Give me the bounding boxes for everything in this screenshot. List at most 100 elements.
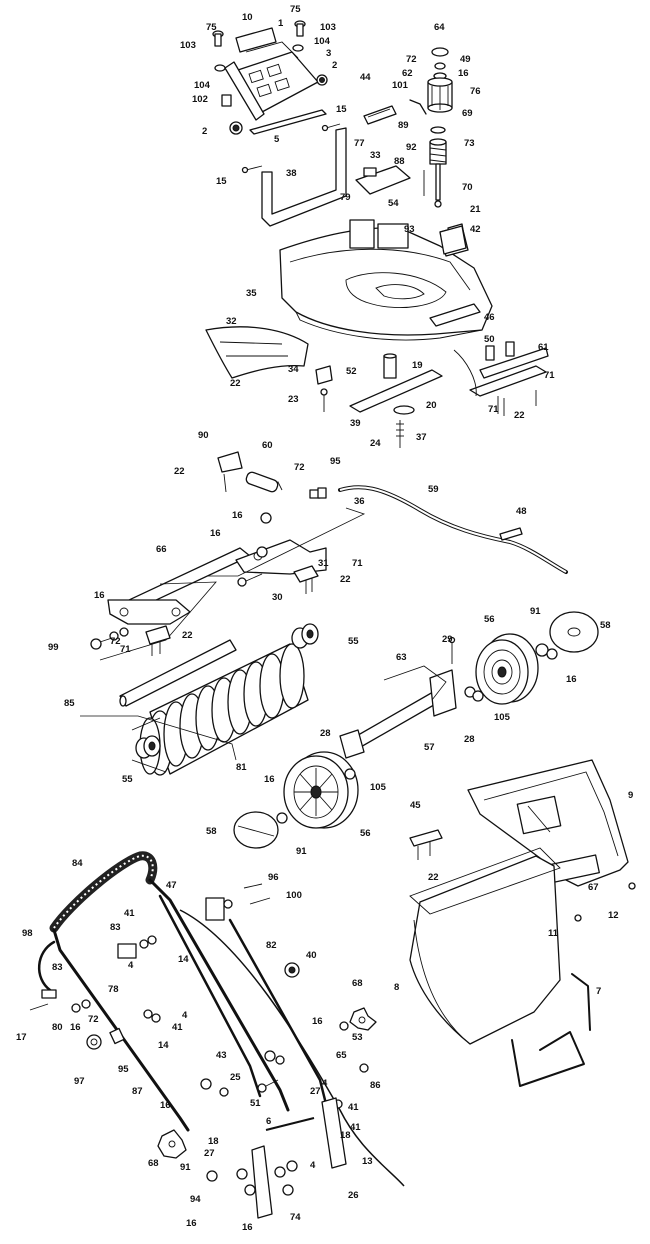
screw-15 [241,123,341,174]
hub-cap-58-front [233,811,288,849]
part-label: 2 [332,60,337,71]
brackets-74-94 [251,1097,347,1219]
bolt-22-a [223,473,227,493]
flap-42 [439,225,467,255]
part-label: 27 [310,1086,321,1097]
deflector-mount-34 [315,365,333,385]
part-label: 23 [288,394,299,405]
part-label: 26 [348,1190,359,1201]
part-label: 56 [484,614,495,625]
bolt-75-right [294,20,306,37]
part-label: 28 [320,728,331,739]
part-label: 83 [110,922,121,933]
grip-48 [499,527,523,541]
part-label: 54 [388,198,399,209]
part-label: 90 [198,430,209,441]
part-label: 16 [264,774,275,785]
part-label: 84 [72,858,83,869]
blade-assembly [349,353,443,448]
part-label: 78 [108,984,119,995]
axle-85 [119,639,237,707]
bracket-47 [205,897,233,921]
clip-71-left [145,625,171,656]
spacer-95 [109,1027,125,1045]
spacer-102 [221,94,232,107]
part-label: 16 [242,1222,253,1233]
part-label: 34 [288,364,299,375]
part-label: 71 [488,404,499,415]
part-label: 66 [156,544,167,555]
washers-misc [71,999,349,1196]
part-label: 58 [206,826,217,837]
part-label: 76 [470,86,481,97]
part-label: 99 [48,642,59,653]
part-label: 39 [350,418,361,429]
part-label: 89 [398,120,409,131]
part-label: 82 [266,940,277,951]
part-label: 75 [206,22,217,33]
part-label: 64 [434,22,445,33]
part-label: 91 [296,846,307,857]
part-label: 16 [160,1100,171,1111]
washer-105 [344,768,356,780]
part-label: 61 [538,342,549,353]
part-label: 22 [514,410,525,421]
part-label: 102 [192,94,208,105]
part-label: 16 [70,1022,81,1033]
connector-95 [309,487,327,499]
bag-frame-and-cloth [409,847,591,1087]
part-label: 58 [600,620,611,631]
bolt-30 [237,573,263,587]
part-label: 4 [182,1010,188,1021]
part-label: 41 [124,908,135,919]
part-label: 7 [596,986,601,997]
part-label: 72 [88,1014,99,1025]
clip-33 [363,167,377,177]
part-label: 96 [268,872,279,883]
part-label: 72 [406,54,417,65]
part-label: 77 [354,138,365,149]
part-label: 100 [286,890,302,901]
part-label: 67 [588,882,599,893]
screws-12 [574,882,636,922]
part-label: 22 [230,378,241,389]
part-label: 22 [340,574,351,585]
part-label: 16 [94,590,105,601]
part-label: 12 [608,910,619,921]
part-label: 6 [266,1116,271,1127]
part-label: 22 [428,872,439,883]
part-label: 27 [204,1148,215,1159]
part-label: 2 [202,126,207,137]
part-label: 24 [370,438,381,449]
part-label: 8 [394,982,399,993]
part-label: 87 [132,1086,143,1097]
washer-16 [256,512,272,558]
part-label: 28 [464,734,475,745]
part-label: 91 [180,1162,191,1173]
part-label: 83 [52,962,63,973]
axle-57 [339,669,457,759]
part-label: 71 [544,370,555,381]
part-label: 79 [340,192,351,203]
part-label: 9 [628,790,633,801]
part-label: 17 [16,1032,27,1043]
part-label: 22 [182,630,193,641]
plate-88 [355,165,411,195]
part-label: 30 [272,592,283,603]
part-label: 52 [346,366,357,377]
control-panel [224,27,319,121]
part-label: 22 [174,466,185,477]
part-label: 20 [426,400,437,411]
part-label: 16 [232,510,243,521]
part-label: 35 [246,288,257,299]
bolt-6 [265,1117,315,1131]
bolt-51 [257,1079,279,1093]
part-label: 71 [352,558,363,569]
hub-cap-58-rear [549,611,599,653]
part-label: 16 [210,528,221,539]
part-label: 50 [484,334,495,345]
part-label: 72 [110,636,121,647]
part-label: 86 [370,1080,381,1091]
part-label: 105 [370,782,387,793]
